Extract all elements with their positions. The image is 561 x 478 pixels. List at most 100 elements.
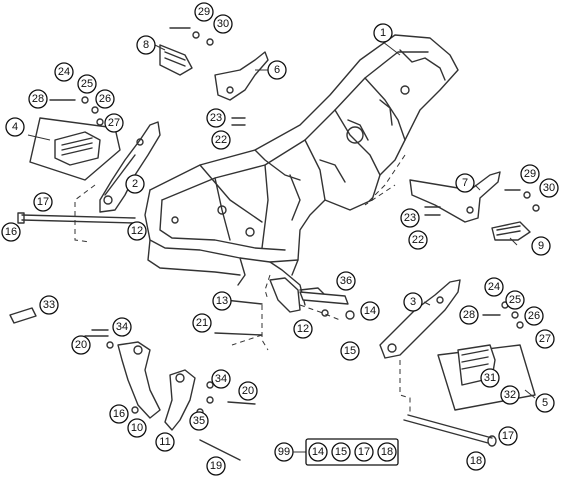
callout-15: 15 (340, 341, 360, 361)
callout-9: 9 (531, 236, 551, 256)
passenger-bracket-right (409, 171, 501, 223)
svg-text:24: 24 (488, 281, 500, 293)
passenger-footrest-top (159, 44, 193, 76)
svg-text:30: 30 (543, 182, 555, 194)
svg-text:35: 35 (193, 415, 205, 427)
callout-25-left: 25 (77, 74, 97, 94)
svg-text:21: 21 (196, 317, 208, 329)
svg-text:11: 11 (159, 436, 170, 448)
callout-22-right: 22 (408, 230, 428, 250)
callout-16-left: 16 (1, 222, 21, 242)
callout-22-top: 22 (211, 130, 231, 150)
main-frame (144, 34, 459, 313)
svg-text:16: 16 (5, 226, 17, 238)
svg-text:1: 1 (380, 27, 386, 39)
assembly-lines (74, 154, 411, 415)
svg-text:28: 28 (463, 309, 475, 321)
svg-text:28: 28 (32, 93, 44, 105)
svg-text:5: 5 (542, 397, 548, 409)
callout-33: 33 (39, 295, 59, 315)
callout-12-left: 12 (127, 221, 147, 241)
svg-text:25: 25 (509, 294, 521, 306)
svg-text:13: 13 (216, 295, 228, 307)
callout-2: 2 (125, 174, 145, 194)
svg-text:31: 31 (484, 372, 496, 384)
svg-text:25: 25 (81, 78, 93, 90)
svg-text:20: 20 (75, 339, 87, 351)
side-stand (117, 341, 161, 419)
svg-text:34: 34 (116, 321, 128, 333)
fasteners (49, 27, 540, 461)
svg-text:30: 30 (217, 18, 229, 30)
callout-12-center: 12 (293, 319, 313, 339)
svg-text:33: 33 (43, 299, 55, 311)
callout-24-right: 24 (484, 277, 504, 297)
svg-text:36: 36 (340, 275, 352, 287)
callout-11: 11 (155, 432, 175, 452)
svg-text:18: 18 (381, 446, 393, 458)
spacer (299, 291, 349, 305)
svg-text:6: 6 (274, 64, 280, 76)
svg-text:9: 9 (538, 240, 544, 252)
callout-19: 19 (206, 456, 226, 476)
callout-7: 7 (455, 173, 475, 193)
svg-text:14: 14 (312, 446, 324, 458)
svg-text:26: 26 (99, 93, 111, 105)
callout-34-left: 34 (112, 317, 132, 337)
left-footrest-bracket (99, 121, 161, 213)
kit-callout-group: 99 14 15 17 18 (274, 438, 399, 466)
svg-text:99: 99 (278, 446, 290, 458)
callout-5: 5 (535, 393, 555, 413)
callout-16-stand: 16 (109, 404, 129, 424)
callout-27-right: 27 (535, 329, 555, 349)
callout-35: 35 (189, 411, 209, 431)
svg-text:34: 34 (215, 373, 227, 385)
svg-text:22: 22 (215, 134, 227, 146)
callout-26-right: 26 (524, 306, 544, 326)
svg-text:23: 23 (210, 112, 222, 124)
callout-21: 21 (192, 313, 212, 333)
callout-13: 13 (212, 291, 232, 311)
callout-32: 32 (500, 385, 520, 405)
callout-20-left: 20 (71, 335, 91, 355)
left-long-bolt (17, 212, 136, 224)
callout-29-top: 29 (194, 2, 214, 22)
callout-14: 14 (360, 301, 380, 321)
svg-text:15: 15 (344, 345, 356, 357)
svg-text:7: 7 (462, 177, 468, 189)
callout-3: 3 (403, 292, 423, 312)
svg-text:3: 3 (410, 296, 416, 308)
svg-text:15: 15 (335, 446, 347, 458)
svg-text:32: 32 (504, 389, 516, 401)
svg-text:17: 17 (37, 196, 49, 208)
callout-4: 4 (5, 117, 25, 137)
svg-text:20: 20 (242, 385, 254, 397)
right-footrest-bracket (379, 279, 461, 359)
svg-text:27: 27 (539, 333, 551, 345)
svg-text:24: 24 (58, 66, 70, 78)
callout-18: 18 (466, 451, 486, 471)
svg-text:12: 12 (297, 323, 309, 335)
svg-text:17: 17 (502, 430, 514, 442)
svg-text:23: 23 (404, 212, 416, 224)
svg-text:18: 18 (470, 455, 482, 467)
svg-text:29: 29 (524, 168, 536, 180)
callout-29-right: 29 (520, 164, 540, 184)
svg-text:26: 26 (528, 310, 540, 322)
svg-text:10: 10 (131, 422, 143, 434)
left-rider-footrest (29, 117, 121, 181)
pin (9, 307, 37, 324)
callout-leaders (27, 41, 536, 399)
right-long-bolt (403, 414, 497, 447)
callout-28-left: 28 (28, 89, 48, 109)
callout-26-left: 26 (95, 89, 115, 109)
callout-10: 10 (127, 418, 147, 438)
svg-text:19: 19 (210, 460, 222, 472)
callout-28-right: 28 (459, 305, 479, 325)
side-stand-bracket (164, 369, 196, 431)
svg-text:22: 22 (412, 234, 424, 246)
callout-6: 6 (267, 60, 287, 80)
callout-1: 1 (373, 23, 393, 43)
